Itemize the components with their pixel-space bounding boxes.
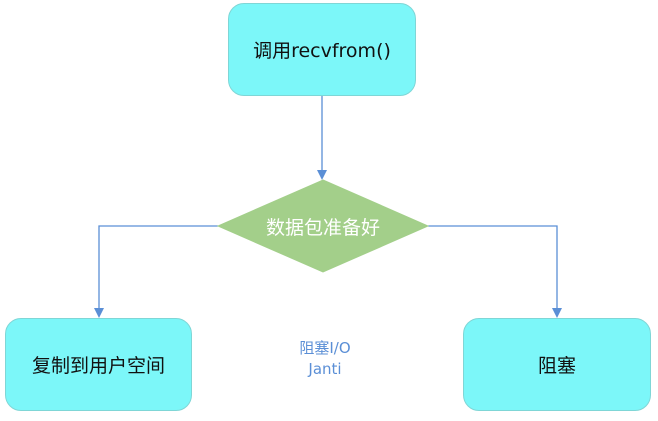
start-node: 调用recvfrom() — [228, 3, 416, 96]
caption-author: Janti — [308, 360, 342, 378]
copy-to-user-space-label: 复制到用户空间 — [31, 355, 165, 377]
blocking-node: 阻塞 — [463, 318, 651, 411]
caption-title: 阻塞I/O — [299, 339, 351, 357]
decision-node-label-wrap: 数据包准备好 — [218, 180, 428, 272]
copy-to-user-space-node: 复制到用户空间 — [5, 318, 192, 411]
decision-diamond — [216, 179, 430, 273]
decision-node-label: 数据包准备好 — [265, 216, 380, 239]
arrow-decision-to-copy — [94, 225, 218, 318]
start-node-label: 调用recvfrom() — [253, 40, 391, 62]
blocking-node-label: 阻塞 — [537, 355, 576, 377]
diagram-caption: 阻塞I/O Janti — [260, 338, 390, 380]
arrow-decision-to-block — [428, 225, 562, 318]
